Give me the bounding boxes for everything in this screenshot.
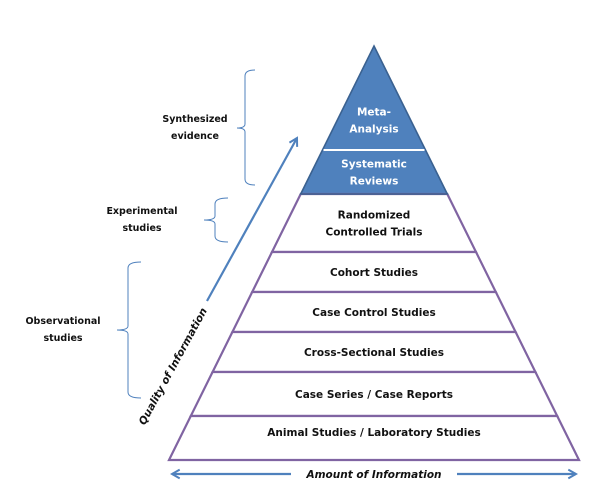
tier-shape: [167, 414, 581, 462]
pyramid-tier: Case Series / Case Reports: [189, 370, 559, 418]
group-label: Observational: [25, 316, 100, 327]
tier-shape: [270, 192, 478, 254]
pyramid-tier: Case Control Studies: [230, 290, 518, 334]
top-outline: [299, 44, 449, 195]
tier-label: Systematic: [341, 159, 407, 171]
group-label: evidence: [171, 131, 219, 142]
pyramid-tier: Cohort Studies: [250, 250, 498, 294]
brace-icon: [116, 261, 142, 399]
quality-arrow: [206, 136, 299, 302]
tier-label: Meta-: [357, 107, 391, 119]
tier-label: Cross-Sectional Studies: [304, 347, 444, 359]
tier-label: Analysis: [349, 124, 398, 136]
tier-label: Randomized: [338, 210, 411, 222]
group-bracket: Synthesized evidence: [162, 69, 256, 186]
tier-label: Case Control Studies: [312, 307, 435, 319]
tier-shape: [300, 150, 448, 194]
group-label: studies: [43, 333, 82, 344]
tier-label: Case Series / Case Reports: [295, 389, 453, 401]
tier-label: Cohort Studies: [330, 267, 418, 279]
group-bracket: Observational studies: [25, 261, 142, 399]
tier-shape: [322, 46, 426, 150]
group-label: Synthesized: [162, 114, 227, 125]
tier-label: Controlled Trials: [325, 227, 422, 239]
group-label: studies: [122, 223, 161, 234]
tier-label: Animal Studies / Laboratory Studies: [267, 427, 480, 439]
group-label: Experimental: [106, 206, 177, 217]
brace-icon: [203, 197, 229, 243]
group-bracket: Experimental studies: [106, 197, 229, 243]
amount-label: Amount of Information: [305, 469, 441, 481]
pyramid-tier: Animal Studies / Laboratory Studies: [167, 414, 581, 462]
pyramid-tier: Cross-Sectional Studies: [210, 330, 538, 374]
tier-label: Reviews: [350, 176, 399, 188]
pyramid-tier: Meta- Analysis: [322, 46, 426, 150]
group-brackets: SynthesizedevidenceExperimentalstudiesOb…: [25, 69, 256, 399]
brace-icon: [236, 69, 256, 186]
pyramid: Meta- AnalysisSystematicReviewsRandomized…: [167, 44, 581, 462]
